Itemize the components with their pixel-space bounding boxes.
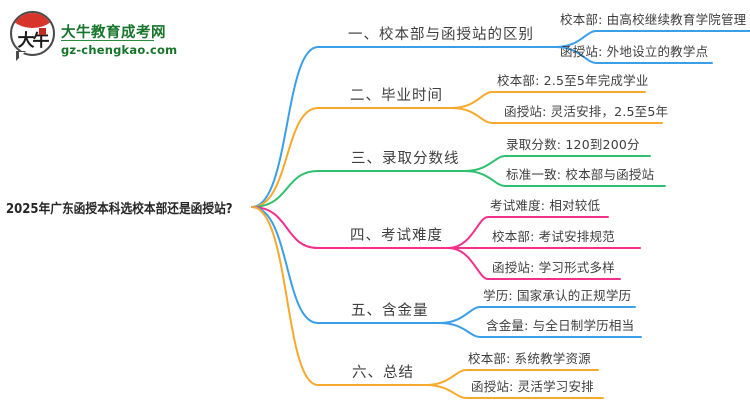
branch-connector [251,46,557,208]
child-node: 校本部: 系统教学资源 [468,351,591,366]
child-node: 录取分数: 120到200分 [506,137,640,152]
branch-connector [451,107,663,124]
child-node: 校本部: 2.5至5年完成学业 [497,73,649,88]
branch-connector [251,107,453,208]
branch-connector [555,30,750,48]
branch-label: 三、录取分数线 [351,151,460,167]
branch-connector [251,206,449,249]
site-domain: gz-chengkao.com [61,43,178,57]
child-node: 标准一致: 校本部与函授站 [506,167,655,182]
child-node: 学历: 国家承认的正规学历 [483,288,632,303]
branch-connector [439,322,642,338]
logo-divider [61,40,154,41]
branch-connector [464,170,666,187]
child-node: 函授站: 灵活学习安排 [471,379,594,394]
site-name: 大牛教育成考网 [61,25,166,41]
branch-connector [447,216,609,249]
site-logo-icon: 大牛 [10,11,55,61]
child-node: 函授站: 学习形式多样 [492,260,615,275]
logo-circle: 大牛 [12,13,53,54]
child-node: 考试难度: 相对较低 [490,198,601,213]
logo-red-arc [12,13,53,29]
child-node: 校本部: 由高校继续教育学院管理 [560,12,747,27]
branch-connector [555,46,713,64]
branch-connector [251,206,427,386]
child-node: 含金量: 与全日制学历相当 [486,318,635,333]
branch-label: 二、毕业时间 [350,88,443,104]
child-node: 校本部: 考试安排规范 [492,229,615,244]
central-topic: 2025年广东函授本科选校本部还是函授站? [6,202,233,217]
logo-red-seal [39,28,46,35]
branch-connector [447,247,621,280]
child-node: 函授站: 外地设立的教学点 [560,44,709,59]
branch-label: 四、考试难度 [350,228,443,244]
branch-connector [251,206,441,324]
child-node: 函授站: 灵活安排，2.5至5年 [504,104,669,119]
branch-connector [251,170,466,208]
branch-connector [451,91,646,109]
branch-label: 六、总结 [352,365,414,381]
logo-characters: 大牛 [17,31,50,51]
branch-label: 五、含金量 [351,303,429,319]
branch-label: 一、校本部与函授站的区别 [348,27,534,43]
branch-connector [425,384,604,399]
